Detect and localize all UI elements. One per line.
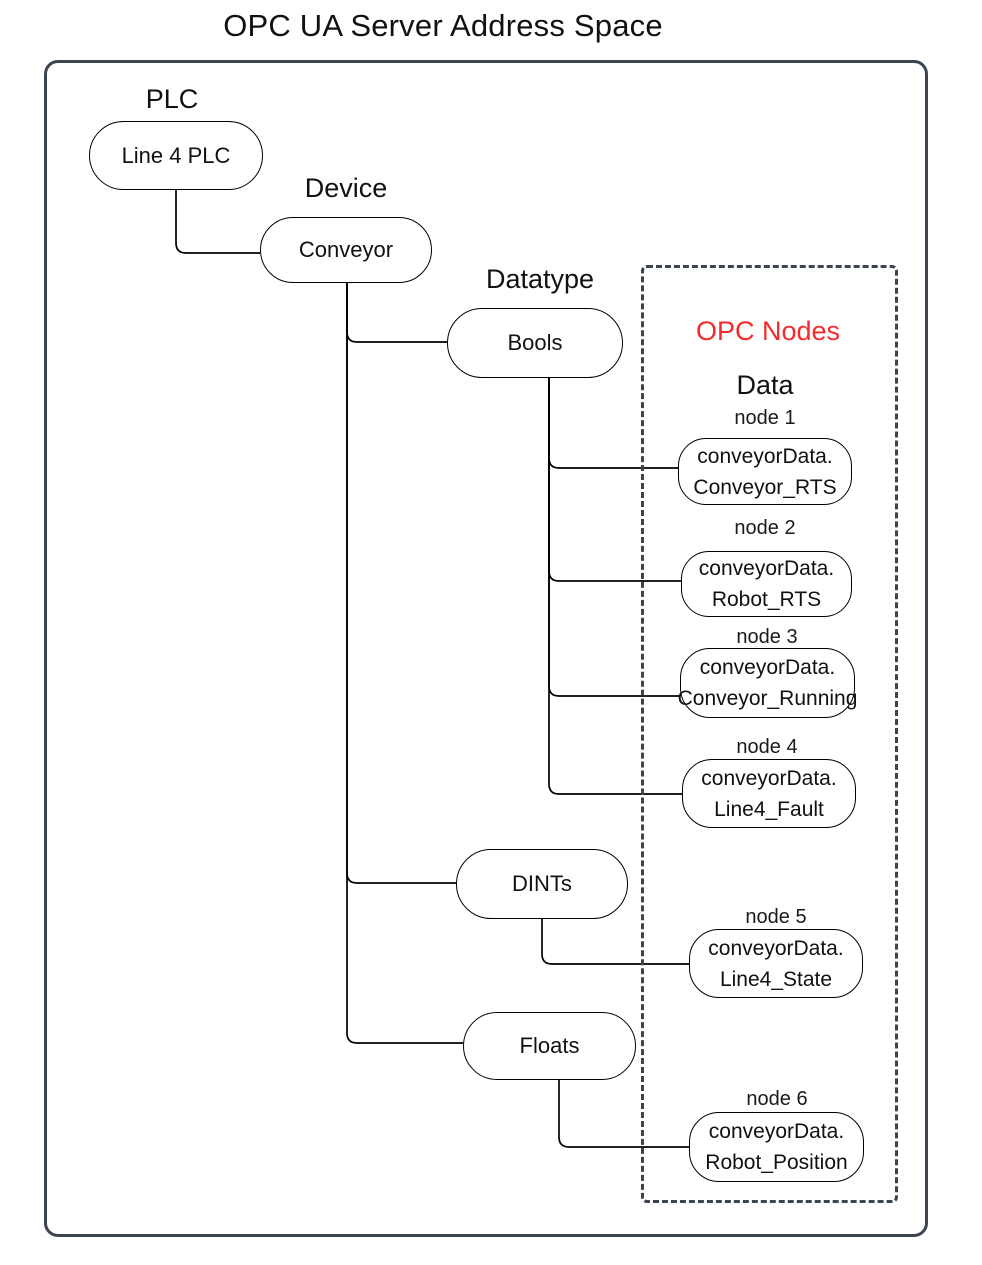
- node-floats: Floats: [463, 1012, 636, 1080]
- opc-node-1-line2: Conveyor_RTS: [693, 475, 837, 499]
- node-bools: Bools: [447, 308, 623, 378]
- opc-node-1: conveyorData. Conveyor_RTS: [678, 438, 852, 505]
- node-dints-label: DINTs: [512, 871, 572, 896]
- address-space-frame: [44, 60, 928, 1237]
- caption-node-6: node 6: [746, 1088, 808, 1110]
- opc-node-6-line1: conveyorData.: [708, 1120, 845, 1143]
- node-conveyor-label: Conveyor: [298, 237, 394, 262]
- opc-node-5-line2: Line4_State: [719, 967, 833, 991]
- opc-node-6-line2: Robot_Position: [705, 1151, 848, 1174]
- opc-node-2-line2: Robot_RTS: [711, 588, 822, 611]
- opc-node-5-line1: conveyorData.: [708, 936, 844, 960]
- label-datatype: Datatype: [485, 264, 595, 294]
- opc-node-4-line2: Line4_Fault: [714, 797, 824, 821]
- label-plc: PLC: [145, 84, 199, 114]
- opc-nodes-frame: [641, 265, 898, 1203]
- caption-node-3: node 3: [736, 626, 798, 648]
- node-bools-label: Bools: [507, 330, 563, 355]
- opc-node-2-line1: conveyorData.: [698, 557, 835, 580]
- opc-node-1-line1: conveyorData.: [697, 444, 833, 468]
- opc-node-4: conveyorData. Line4_Fault: [682, 759, 856, 828]
- opc-node-3: conveyorData. Conveyor_Running: [677, 648, 858, 718]
- label-data: Data: [736, 370, 794, 400]
- opc-node-6: conveyorData. Robot_Position: [689, 1112, 864, 1182]
- opc-node-4-line1: conveyorData.: [701, 766, 837, 790]
- opc-node-5: conveyorData. Line4_State: [689, 929, 863, 998]
- caption-node-2: node 2: [734, 517, 796, 539]
- node-dints: DINTs: [456, 849, 628, 919]
- opc-node-2: conveyorData. Robot_RTS: [681, 551, 852, 617]
- caption-node-5: node 5: [745, 906, 807, 928]
- label-device: Device: [304, 173, 388, 203]
- label-opc-nodes: OPC Nodes: [695, 316, 841, 346]
- node-floats-label: Floats: [519, 1033, 580, 1058]
- node-conveyor: Conveyor: [260, 217, 432, 283]
- diagram-title: OPC UA Server Address Space: [223, 8, 663, 43]
- caption-node-4: node 4: [736, 736, 798, 758]
- caption-node-1: node 1: [734, 407, 796, 429]
- node-line4-plc: Line 4 PLC: [89, 121, 263, 190]
- opc-node-3-line1: conveyorData.: [699, 656, 836, 679]
- opc-node-3-line2: Conveyor_Running: [677, 687, 858, 710]
- node-line4-plc-label: Line 4 PLC: [121, 142, 231, 168]
